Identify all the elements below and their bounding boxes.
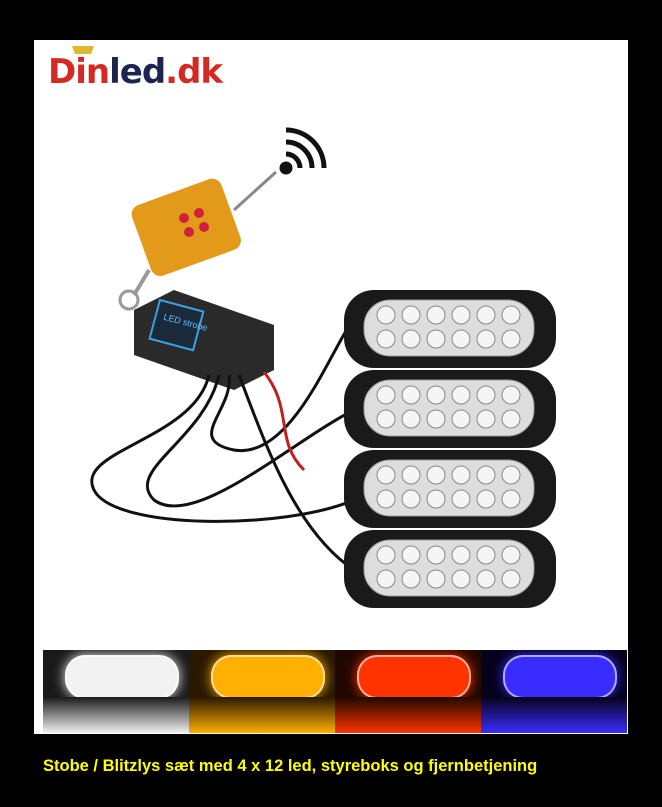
color-variant-white (43, 650, 189, 733)
led (501, 329, 521, 349)
led (451, 569, 471, 589)
led (451, 409, 471, 429)
led (451, 465, 471, 485)
light-reflection (481, 697, 627, 733)
color-variant-red (335, 650, 481, 733)
led (451, 545, 471, 565)
brand-logo: Dinled.dk (48, 52, 223, 92)
color-variant-blue (481, 650, 627, 733)
remote-control (118, 170, 278, 311)
led (476, 489, 496, 509)
lamp (503, 655, 617, 699)
led (401, 569, 421, 589)
lamp (357, 655, 471, 699)
led (426, 385, 446, 405)
product-illustration: LED strobe (90, 127, 556, 608)
led (401, 545, 421, 565)
led (426, 545, 446, 565)
led (451, 305, 471, 325)
light-bar (344, 370, 556, 448)
led (401, 489, 421, 509)
led (376, 329, 396, 349)
led (451, 329, 471, 349)
led (401, 465, 421, 485)
light-reflection (335, 697, 481, 733)
led (376, 465, 396, 485)
led (426, 465, 446, 485)
color-variants-strip (43, 650, 627, 733)
light-bars (344, 290, 556, 608)
color-variant-amber (189, 650, 335, 733)
led (501, 569, 521, 589)
crown-icon (72, 46, 94, 54)
wifi-signal-icon (279, 127, 327, 175)
led (476, 305, 496, 325)
led (501, 545, 521, 565)
led (476, 465, 496, 485)
led (426, 305, 446, 325)
lamp (65, 655, 179, 699)
light-reflection (43, 697, 189, 733)
product-caption: Stobe / Blitzlys sæt med 4 x 12 led, sty… (43, 757, 538, 775)
light-bar (344, 450, 556, 528)
led (451, 385, 471, 405)
led (501, 489, 521, 509)
light-bar (344, 290, 556, 368)
led (501, 305, 521, 325)
led (501, 465, 521, 485)
led (376, 489, 396, 509)
led (401, 409, 421, 429)
led (401, 329, 421, 349)
wires (90, 318, 356, 572)
light-reflection (189, 697, 335, 733)
led (426, 489, 446, 509)
led (476, 569, 496, 589)
led (401, 385, 421, 405)
lamp (211, 655, 325, 699)
led (376, 569, 396, 589)
led (376, 409, 396, 429)
led (451, 489, 471, 509)
led (476, 409, 496, 429)
led (426, 329, 446, 349)
led (476, 329, 496, 349)
led (476, 385, 496, 405)
led (426, 569, 446, 589)
led (501, 409, 521, 429)
led (376, 305, 396, 325)
light-bar (344, 530, 556, 608)
led (376, 545, 396, 565)
led (476, 545, 496, 565)
led (501, 385, 521, 405)
led (376, 385, 396, 405)
led (426, 409, 446, 429)
led (401, 305, 421, 325)
control-box: LED strobe (134, 290, 274, 390)
